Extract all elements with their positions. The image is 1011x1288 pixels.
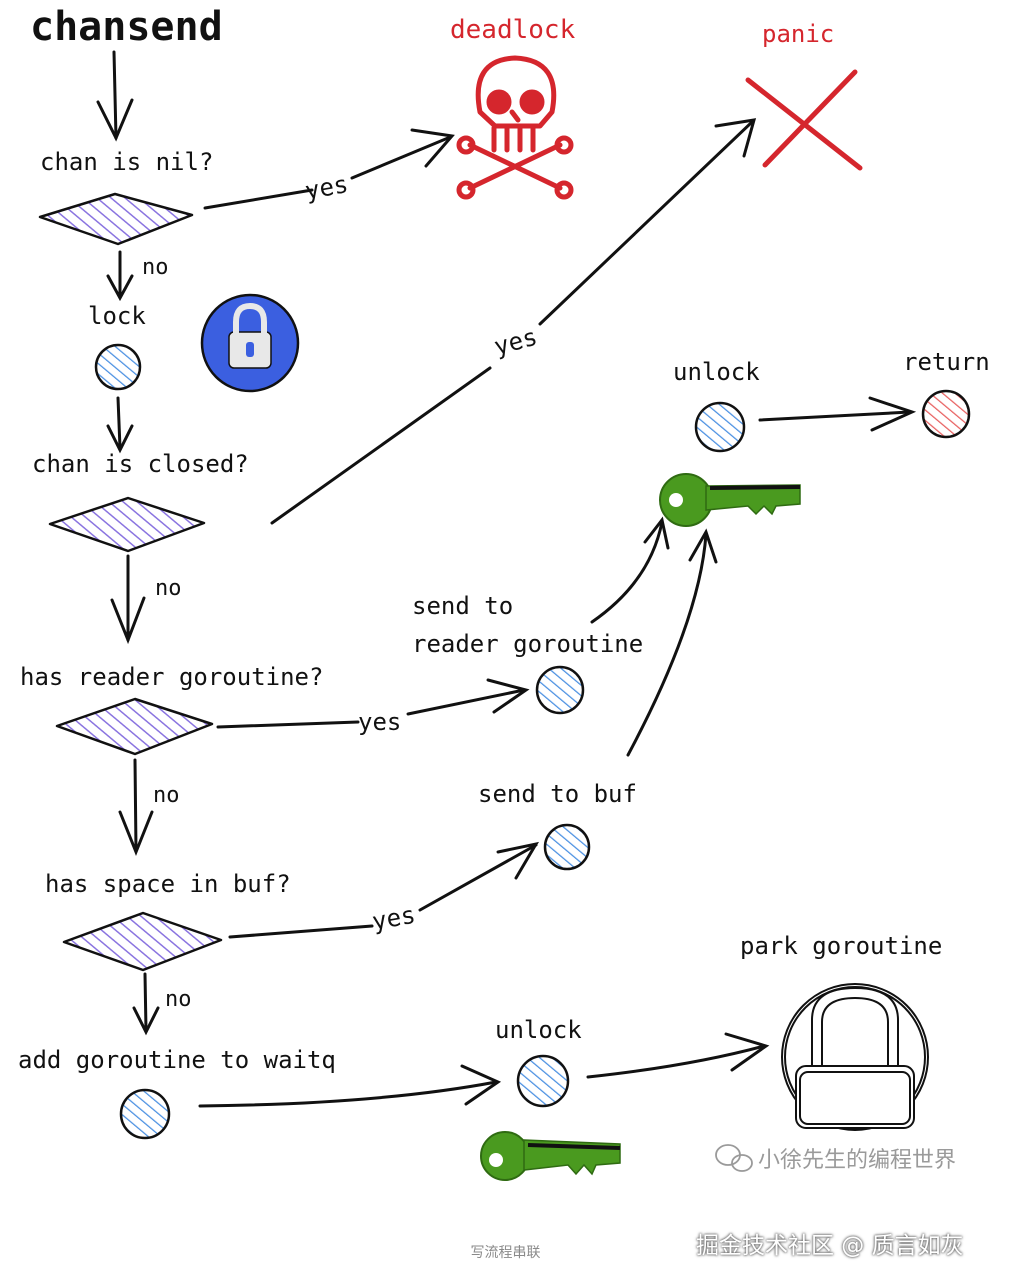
watermark-text: 小徐先生的编程世界 [758, 1148, 957, 1173]
edge-no-nil: no [142, 255, 169, 280]
decision-chan-is-nil [38, 192, 194, 246]
edge-no-reader: no [153, 783, 180, 808]
arrow-lock-to-closed [106, 396, 134, 454]
arrow-reader-yes-send [216, 678, 530, 729]
page-title: chansend [30, 4, 223, 50]
label-send-to-reader-2: reader goroutine [412, 630, 643, 658]
skull-icon [456, 55, 574, 200]
arrow-nil-to-lock [106, 250, 134, 302]
arrow-space-to-waitq [132, 972, 160, 1036]
arrow-buf-to-unlock [626, 528, 718, 757]
edge-no-space: no [165, 987, 192, 1012]
edge-yes-reader: yes [358, 708, 401, 736]
decision-has-reader [55, 697, 214, 756]
label-chan-is-closed: chan is closed? [32, 450, 249, 478]
edge-yes-closed: yes [491, 323, 540, 361]
arrow-unlock-to-park [586, 1032, 770, 1079]
cross-icon [745, 69, 863, 171]
node-unlock-top [694, 401, 746, 453]
node-waitq [119, 1088, 171, 1140]
figure-caption: 写流程串联 [470, 1245, 541, 1261]
arrow-unlock-to-return [758, 396, 917, 432]
source-credit: 掘金技术社区 @ 质言如灰 [696, 1233, 964, 1259]
edge-yes-nil: yes [303, 170, 351, 205]
decision-chan-is-closed [48, 496, 206, 553]
label-deadlock: deadlock [450, 15, 576, 45]
arrow-waitq-to-unlock [198, 1064, 502, 1108]
label-panic: panic [762, 20, 834, 48]
padlock-icon [781, 983, 929, 1131]
label-chan-is-nil: chan is nil? [40, 148, 213, 176]
label-has-reader: has reader goroutine? [20, 663, 323, 691]
label-lock: lock [88, 302, 146, 330]
label-send-to-buf: send to buf [478, 780, 637, 808]
node-unlock-bottom [516, 1054, 570, 1108]
label-unlock-top: unlock [673, 358, 760, 386]
node-return [921, 389, 971, 439]
arrow-reader-to-unlock [590, 516, 670, 624]
edge-yes-space: yes [370, 901, 418, 936]
node-send-to-buf [543, 823, 591, 871]
arrow-reader-to-space [118, 758, 154, 857]
arrow-nil-yes-deadlock [203, 128, 455, 210]
key-icon [480, 1131, 621, 1181]
arrow-space-yes-buf [228, 841, 540, 939]
arrow-title-to-nil [96, 50, 134, 142]
node-send-to-reader [535, 665, 585, 715]
wechat-icon [715, 1144, 753, 1172]
label-add-to-waitq: add goroutine to waitq [18, 1046, 336, 1074]
label-unlock-bottom: unlock [495, 1016, 582, 1044]
arrow-closed-to-reader [110, 554, 146, 645]
label-has-space: has space in buf? [45, 870, 291, 898]
label-return: return [903, 348, 990, 376]
lock-icon [200, 293, 300, 393]
edge-no-closed: no [155, 576, 182, 601]
node-lock [94, 343, 142, 391]
label-park: park goroutine [740, 932, 942, 960]
label-send-to-reader-1: send to [412, 592, 513, 620]
decision-has-space [62, 911, 223, 972]
arrow-closed-yes-panic [270, 118, 757, 525]
watermark: 小徐先生的编程世界 [712, 1142, 956, 1174]
key-icon [659, 473, 801, 527]
